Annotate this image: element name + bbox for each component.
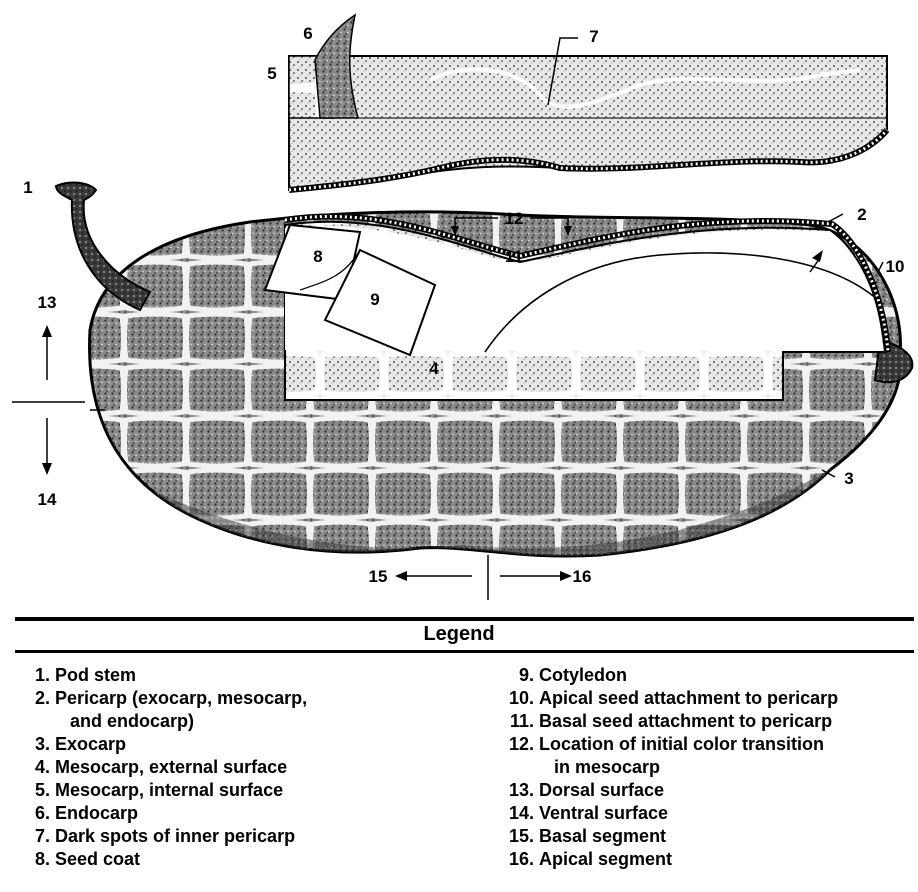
legend-item: and endocarp)	[22, 710, 422, 733]
legend-item: 14.Ventral surface	[496, 802, 916, 825]
callout-15: 15	[369, 567, 388, 586]
legend-top-rule	[15, 617, 914, 621]
callout-12: 12	[505, 209, 524, 228]
legend-item: 8.Seed coat	[22, 848, 422, 871]
legend-item-number: 8.	[22, 848, 50, 871]
legend-item: in mesocarp	[496, 756, 916, 779]
callout-1: 1	[23, 178, 32, 197]
legend-item: 5.Mesocarp, internal surface	[22, 779, 422, 802]
legend-item-number: 9.	[496, 664, 534, 687]
legend-item-text: Location of initial color transition	[534, 734, 824, 754]
legend-item: 3.Exocarp	[22, 733, 422, 756]
legend-item-number: 14.	[496, 802, 534, 825]
legend-bottom-rule	[15, 650, 914, 653]
callout-7: 7	[589, 27, 598, 46]
legend-item-number: 10.	[496, 687, 534, 710]
callout-2: 2	[857, 205, 866, 224]
callout-10: 10	[886, 257, 905, 276]
legend-item-number: 3.	[22, 733, 50, 756]
legend-item-number: 1.	[22, 664, 50, 687]
legend-item-text: Pod stem	[50, 665, 136, 685]
legend-item: 11.Basal seed attachment to pericarp	[496, 710, 916, 733]
legend-item-text: Dorsal surface	[534, 780, 664, 800]
callout-5: 5	[267, 64, 276, 83]
legend-item: 10.Apical seed attachment to pericarp	[496, 687, 916, 710]
callout-3: 3	[844, 469, 853, 488]
legend-item: 4.Mesocarp, external surface	[22, 756, 422, 779]
legend-item-text: Apical segment	[534, 849, 672, 869]
callout-13: 13	[38, 293, 57, 312]
legend-item-text: Dark spots of inner pericarp	[50, 826, 295, 846]
legend-item: 2.Pericarp (exocarp, mesocarp,	[22, 687, 422, 710]
legend-item-number: 11.	[496, 710, 534, 733]
pod-stem	[56, 183, 150, 310]
inset-panel	[289, 15, 887, 190]
legend-item-text: in mesocarp	[534, 757, 660, 777]
callout-11: 11	[505, 247, 523, 266]
legend-item-text: Seed coat	[50, 849, 140, 869]
legend-item-text: and endocarp)	[50, 711, 194, 731]
legend-item-number: 13.	[496, 779, 534, 802]
legend-item: 12.Location of initial color transition	[496, 733, 916, 756]
legend-item-text: Mesocarp, external surface	[50, 757, 287, 777]
legend-item-number: 2.	[22, 687, 50, 710]
callout-9: 9	[370, 290, 379, 309]
legend-item-text: Pericarp (exocarp, mesocarp,	[50, 688, 307, 708]
legend-item: 15.Basal segment	[496, 825, 916, 848]
legend-item: 1.Pod stem	[22, 664, 422, 687]
legend-item: 6.Endocarp	[22, 802, 422, 825]
legend-item: 16.Apical segment	[496, 848, 916, 871]
callout-6: 6	[303, 24, 312, 43]
legend-title: Legend	[0, 622, 918, 646]
legend-item: 13.Dorsal surface	[496, 779, 916, 802]
legend-item-text: Basal seed attachment to pericarp	[534, 711, 832, 731]
legend-item-number: 15.	[496, 825, 534, 848]
legend-item: 9.Cotyledon	[496, 664, 916, 687]
legend-item-text: Ventral surface	[534, 803, 668, 823]
callout-14: 14	[38, 490, 57, 509]
legend-item-number: 4.	[22, 756, 50, 779]
legend-item-number: 6.	[22, 802, 50, 825]
legend-item-text: Apical seed attachment to pericarp	[534, 688, 838, 708]
legend-item-text: Mesocarp, internal surface	[50, 780, 283, 800]
callout-16: 16	[573, 567, 592, 586]
legend-item-number: 12.	[496, 733, 534, 756]
legend-item-number: 5.	[22, 779, 50, 802]
legend-item-number: 7.	[22, 825, 50, 848]
legend-item-text: Endocarp	[50, 803, 138, 823]
peanut-pod-illustration: 1 2 3 4 5 6 7 8 9 10 11 12 13 14 15 16	[0, 0, 918, 612]
legend-item-text: Basal segment	[534, 826, 666, 846]
callout-8: 8	[313, 247, 322, 266]
legend-item: 7.Dark spots of inner pericarp	[22, 825, 422, 848]
legend-item-number: 16.	[496, 848, 534, 871]
callout-4: 4	[429, 359, 439, 378]
legend-item-text: Cotyledon	[534, 665, 627, 685]
legend-item-text: Exocarp	[50, 734, 126, 754]
